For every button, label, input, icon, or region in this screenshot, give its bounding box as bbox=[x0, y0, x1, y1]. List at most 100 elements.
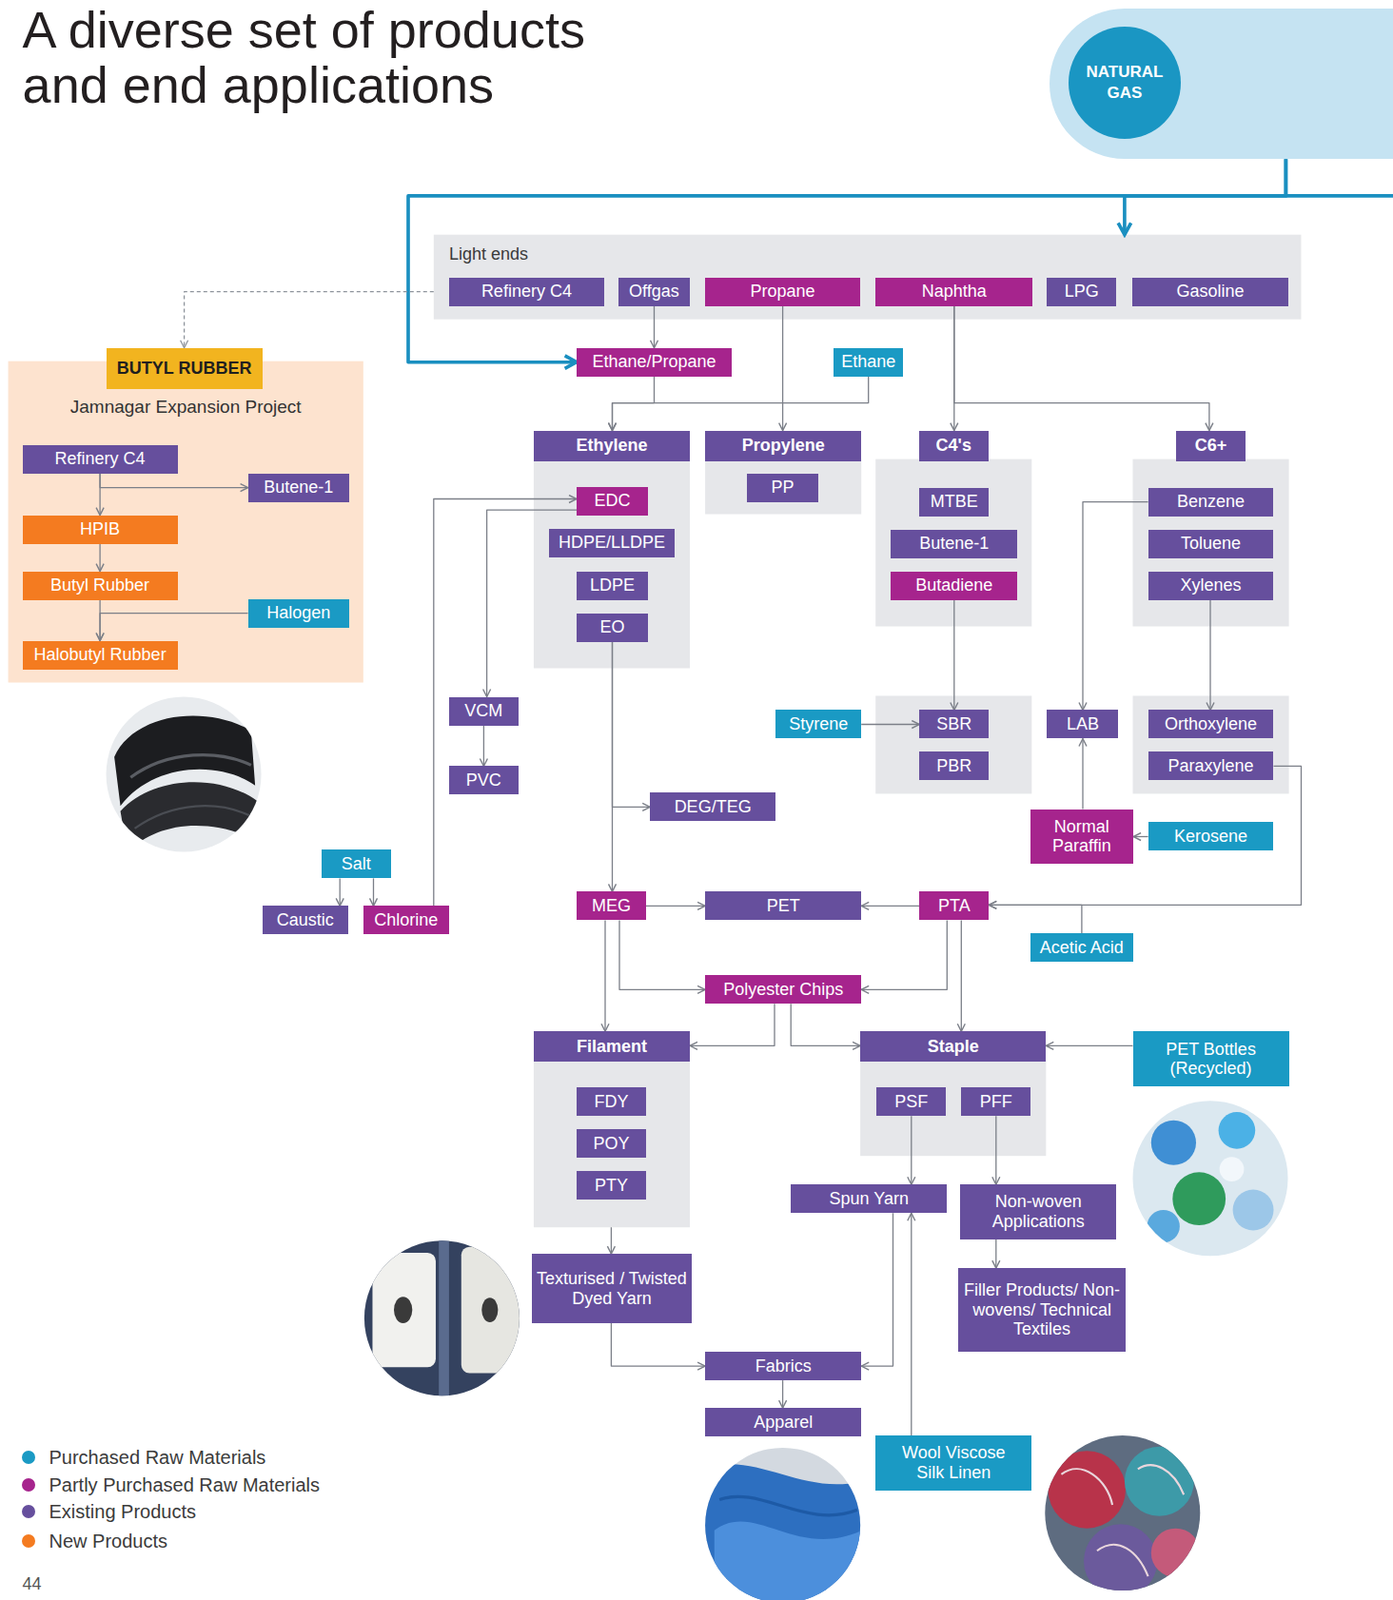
box-label: PP bbox=[771, 477, 795, 498]
box-label: Butyl Rubber bbox=[50, 575, 150, 596]
flow-connector bbox=[988, 765, 1301, 905]
spool-shape bbox=[461, 1247, 521, 1374]
panel-ground bbox=[8, 361, 364, 684]
product-box: Halogen bbox=[248, 599, 350, 628]
box-label: Ethane bbox=[841, 352, 896, 373]
box-label: Ethane/Propane bbox=[591, 352, 716, 373]
box-label: Chlorine bbox=[373, 910, 438, 931]
product-box: Naphtha bbox=[875, 277, 1033, 307]
panel-title: Light ends bbox=[449, 243, 529, 265]
box-label: BUTYL RUBBER bbox=[117, 358, 253, 379]
flow-connector bbox=[1045, 1045, 1133, 1047]
product-box: Butene-1 bbox=[890, 529, 1018, 559]
group-heading: Propylene bbox=[705, 431, 862, 462]
tyre-photo bbox=[101, 693, 266, 858]
photo-ground bbox=[362, 1238, 527, 1403]
box-label: PFF bbox=[980, 1092, 1013, 1113]
product-box: Propane bbox=[705, 277, 861, 307]
project-tag: BUTYL RUBBER bbox=[106, 348, 263, 390]
flow-connector bbox=[995, 1239, 997, 1269]
box-label: Polyester Chips bbox=[723, 980, 844, 1001]
box-label: MEG bbox=[591, 896, 631, 917]
feed-pipe bbox=[408, 158, 1286, 362]
legend-dot bbox=[21, 1505, 36, 1519]
flow-connector bbox=[910, 1213, 912, 1436]
bottle-cap bbox=[1172, 1172, 1226, 1226]
source-label: NATURAL GAS bbox=[1082, 61, 1167, 104]
feed-panel: Light endsRefinery C4OffgasPropaneNaphth… bbox=[433, 235, 1302, 320]
product-box: Orthoxylene bbox=[1148, 709, 1275, 739]
box-label: Halogen bbox=[266, 603, 331, 624]
flow-connector bbox=[612, 642, 651, 808]
yarn-ball bbox=[1047, 1451, 1126, 1530]
product-box: PET bbox=[705, 891, 862, 921]
panel-ground bbox=[533, 459, 690, 669]
product-box: Kerosene bbox=[1148, 822, 1275, 851]
box-label: Benzene bbox=[1177, 491, 1245, 512]
product-group: PropylenePP bbox=[705, 431, 862, 515]
xylene-panel bbox=[1133, 695, 1290, 794]
box-label: LAB bbox=[1066, 714, 1099, 735]
box-label: Refinery C4 bbox=[481, 281, 572, 302]
box-label: Orthoxylene bbox=[1164, 714, 1257, 735]
flow-connector bbox=[1081, 739, 1083, 810]
page-title: A diverse set of products and end applic… bbox=[22, 1, 651, 114]
panel-title: Jamnagar Expansion Project bbox=[8, 395, 364, 419]
box-label: Apparel bbox=[753, 1412, 813, 1433]
product-box: VCM bbox=[449, 697, 519, 726]
product-box: PTA bbox=[919, 891, 989, 921]
product-box: Texturised / Twisted Dyed Yarn bbox=[531, 1254, 692, 1324]
box-label: Fabrics bbox=[755, 1356, 812, 1377]
yarn-ball bbox=[1124, 1447, 1195, 1517]
tyre-shape bbox=[120, 782, 258, 854]
flow-connector bbox=[610, 1227, 612, 1255]
panel-ground bbox=[533, 1059, 690, 1228]
box-label: Propane bbox=[750, 281, 816, 302]
flow-connector bbox=[99, 613, 249, 642]
flow-connector bbox=[604, 920, 606, 1032]
product-group: C6+BenzeneTolueneXylenes bbox=[1133, 431, 1290, 628]
fabric-fold bbox=[714, 1522, 864, 1600]
rubber-panel bbox=[875, 695, 1032, 794]
flow-connector bbox=[619, 920, 706, 990]
box-label: Gasoline bbox=[1176, 281, 1244, 302]
legend-dot bbox=[21, 1451, 36, 1465]
product-box: Wool Viscose Silk Linen bbox=[875, 1435, 1032, 1492]
box-label: LDPE bbox=[589, 575, 635, 596]
group-heading: Staple bbox=[860, 1031, 1046, 1062]
yarn-spool-photo bbox=[362, 1238, 527, 1403]
box-label: Wool Viscose Silk Linen bbox=[892, 1443, 1016, 1483]
flow-connector bbox=[98, 544, 100, 572]
product-box: MTBE bbox=[919, 488, 989, 517]
box-label: VCM bbox=[464, 701, 503, 722]
product-group: FilamentFDYPOYPTY bbox=[533, 1031, 690, 1228]
product-box: EO bbox=[576, 613, 648, 643]
tyre-highlight bbox=[130, 755, 252, 779]
box-label: POY bbox=[592, 1134, 629, 1155]
spool-hole bbox=[393, 1296, 413, 1324]
photo-ground bbox=[101, 693, 266, 858]
box-label: Paraxylene bbox=[1168, 756, 1255, 777]
flow-connector bbox=[953, 600, 955, 711]
product-box: HDPE/LLDPE bbox=[549, 529, 675, 558]
product-box: Apparel bbox=[705, 1408, 862, 1437]
product-box: POY bbox=[576, 1129, 647, 1158]
flow-connector bbox=[483, 725, 485, 767]
flow-connector bbox=[339, 878, 341, 906]
product-box: Butyl Rubber bbox=[22, 571, 178, 601]
box-label: SBR bbox=[936, 714, 972, 735]
flow-connector bbox=[782, 306, 784, 432]
product-box: PVC bbox=[449, 765, 519, 795]
box-label: Filler Products/ Non-wovens/ Technical T… bbox=[961, 1280, 1122, 1340]
flow-connector bbox=[1209, 600, 1211, 711]
flow-connector bbox=[184, 292, 434, 349]
panel-ground bbox=[860, 1059, 1046, 1157]
product-box: Styrene bbox=[775, 709, 862, 739]
box-label: LPG bbox=[1064, 281, 1099, 302]
box-label: Kerosene bbox=[1174, 826, 1248, 847]
product-box: Butadiene bbox=[890, 571, 1018, 601]
flow-connector bbox=[612, 376, 869, 432]
panel-ground bbox=[705, 459, 862, 515]
project-panel: Jamnagar Expansion ProjectRefinery C4But… bbox=[8, 361, 364, 684]
